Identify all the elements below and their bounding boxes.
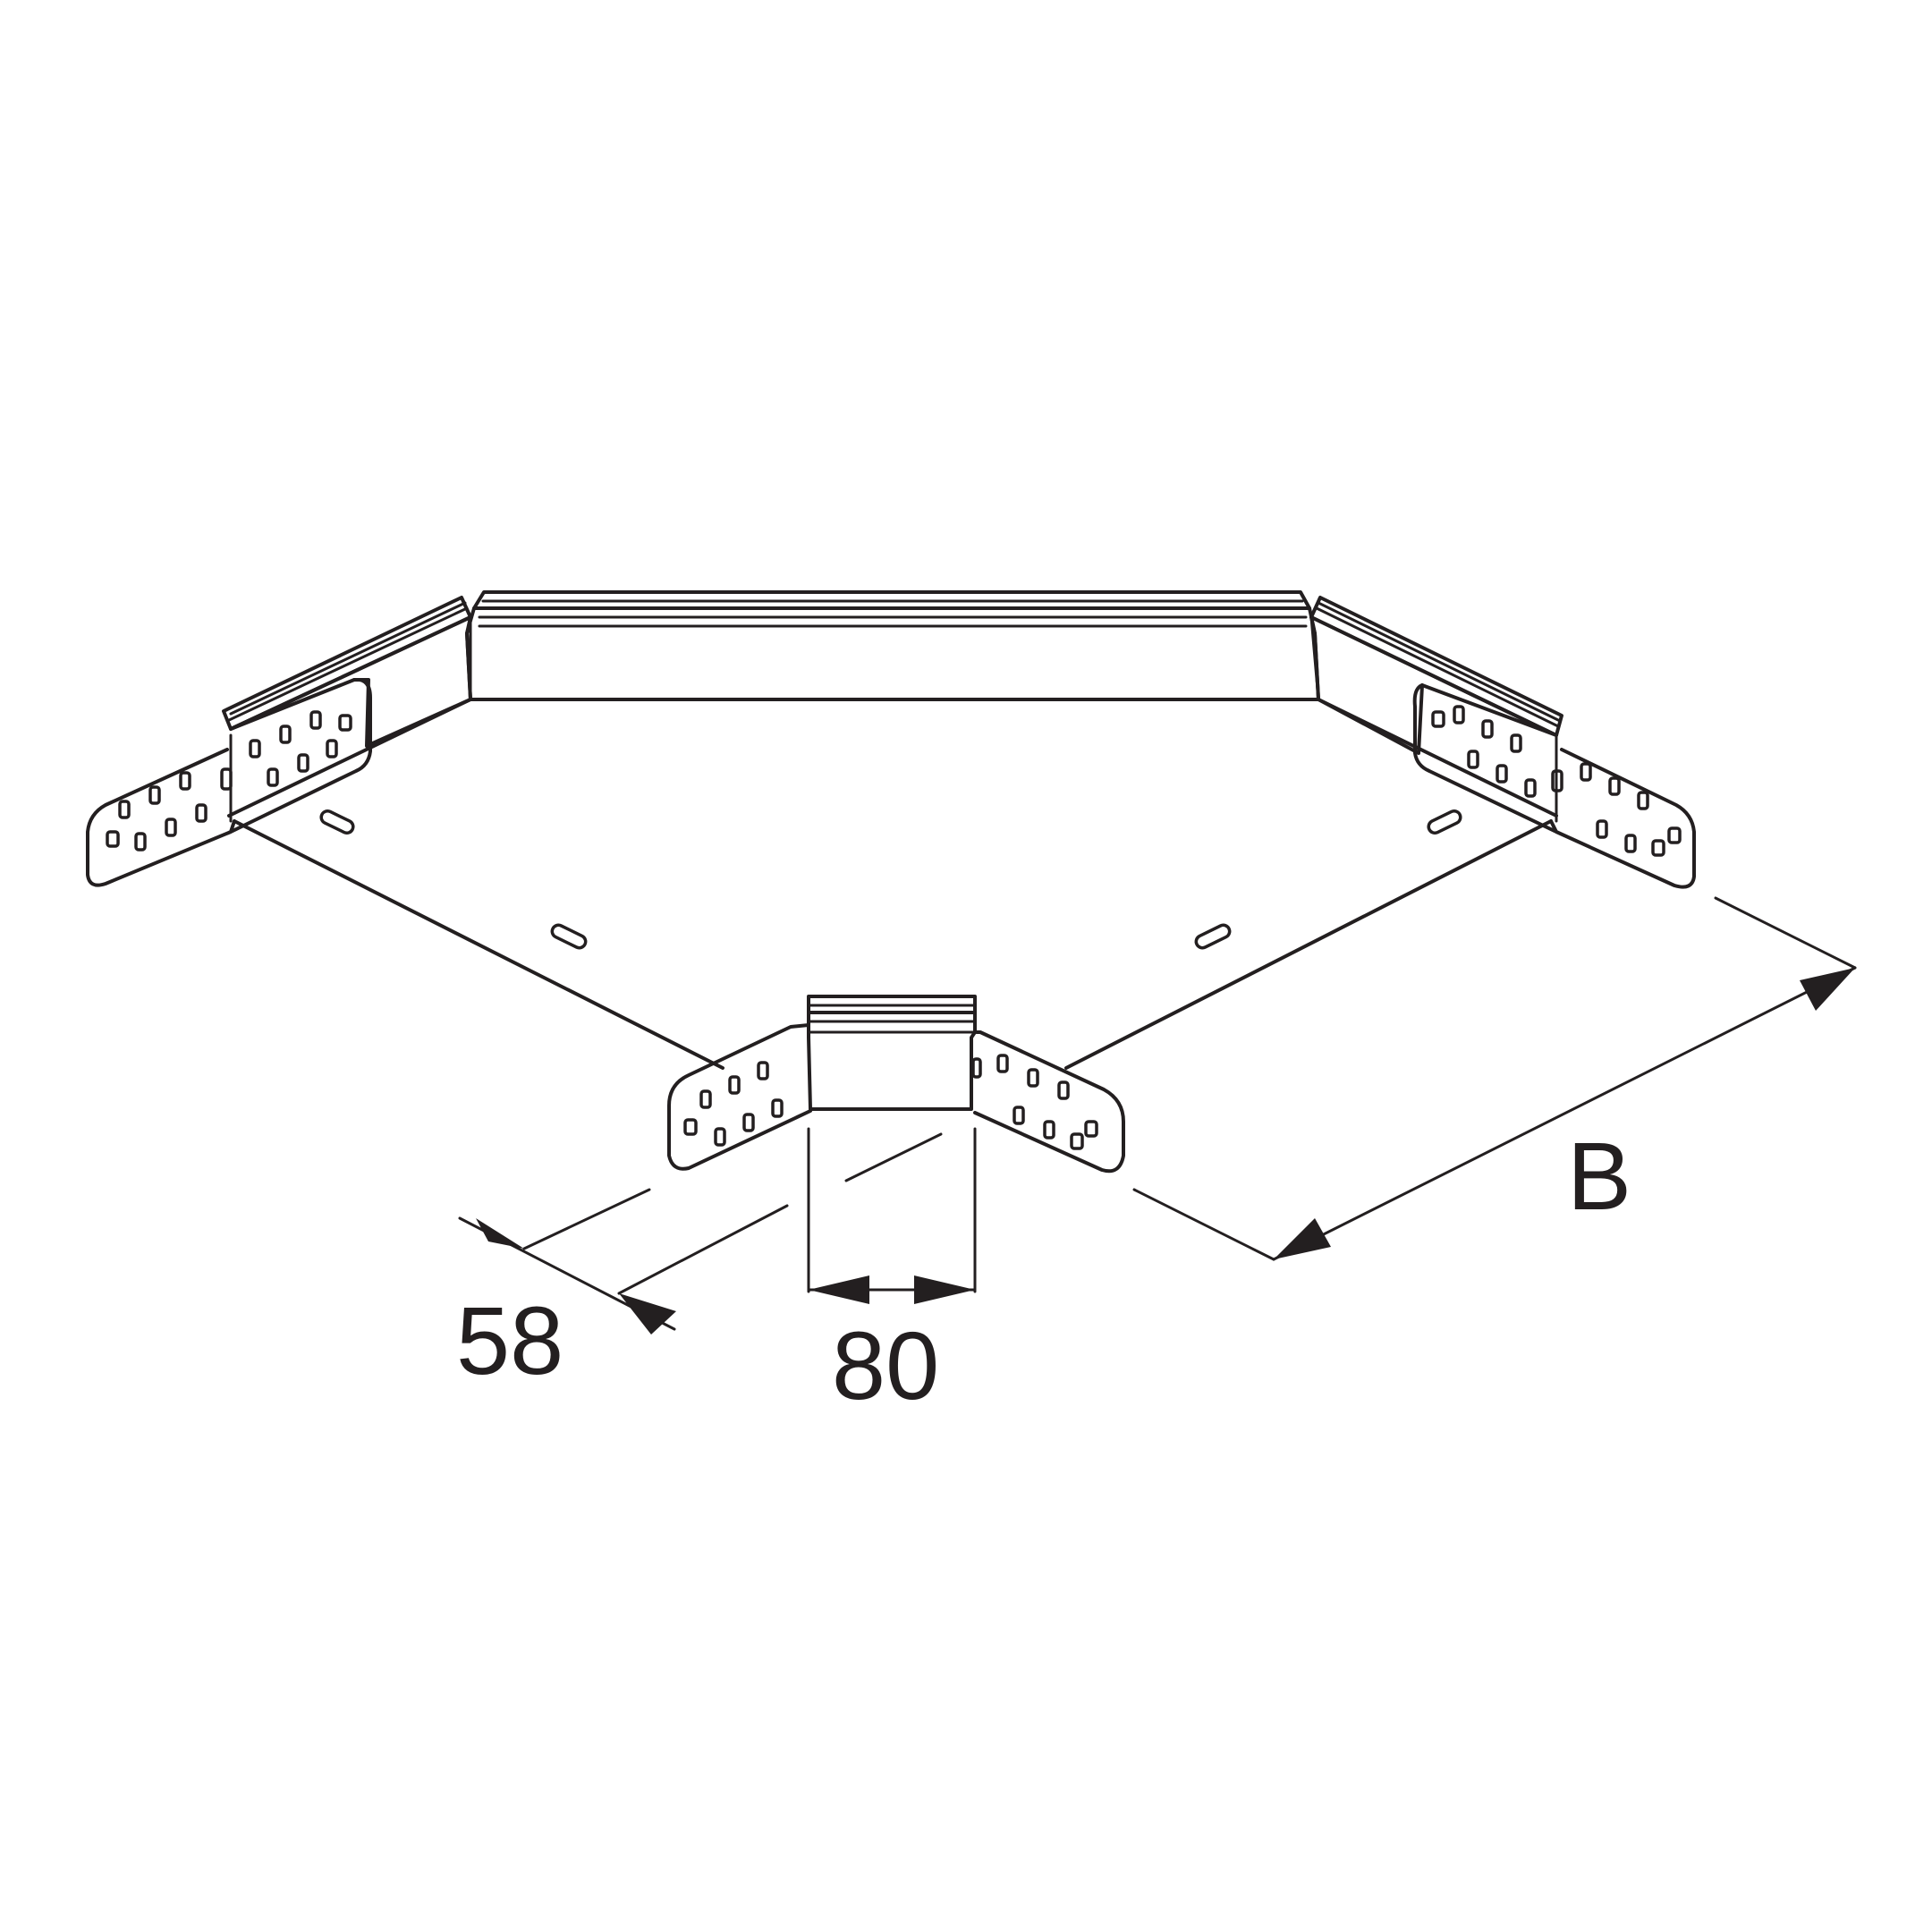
extension-line: [617, 1204, 789, 1295]
arrowhead: [476, 1218, 524, 1249]
floor-slot: [1427, 809, 1462, 835]
connector-hole: [1467, 750, 1479, 769]
connector-hole: [148, 785, 161, 805]
dimension-label-b: B: [1567, 1122, 1631, 1230]
front-left-plate-outline: [667, 1023, 812, 1171]
dimension-label-80: 80: [832, 1311, 939, 1419]
connector-hole: [1510, 733, 1522, 753]
connector-hole: [118, 800, 131, 819]
floor-slot: [319, 809, 355, 835]
connector-hole: [1057, 1080, 1070, 1100]
connector-hole: [1013, 1106, 1025, 1125]
connector-hole: [326, 739, 338, 758]
left-plate-holes: [106, 710, 352, 852]
floor-left-back-edge: [227, 698, 472, 818]
extension-line: [1714, 896, 1857, 970]
front-right-plate-outline: [973, 1030, 1125, 1174]
arrowhead: [914, 1275, 975, 1304]
back-rail-wall: [465, 606, 1320, 701]
connector-hole: [1496, 764, 1508, 784]
extension-line: [1132, 1188, 1275, 1261]
connector-hole: [1431, 710, 1445, 728]
connector-hole: [1481, 719, 1494, 739]
right-plate-outline: [1412, 683, 1696, 889]
connector-hole: [279, 724, 292, 744]
floor-right-back-edge: [1317, 698, 1558, 818]
connector-hole: [757, 1061, 769, 1080]
back-side-rail: [465, 590, 1320, 701]
floor-slot: [550, 923, 588, 950]
front-rail-wall: [807, 1011, 977, 1111]
tray-floor: [227, 698, 1558, 1070]
connector-hole: [1596, 819, 1608, 839]
arrowhead: [809, 1275, 869, 1304]
left-connector-plate: [86, 678, 372, 887]
connector-hole: [699, 1089, 712, 1109]
floor-slots: [319, 809, 1462, 950]
floor-right-front-edge: [1064, 819, 1553, 1070]
connector-hole: [1070, 1132, 1084, 1150]
connector-hole: [714, 1127, 726, 1147]
connector-hole: [249, 739, 261, 758]
arrowhead: [1274, 1218, 1331, 1259]
connector-hole: [971, 1057, 982, 1079]
dimension-58: 58: [456, 1188, 789, 1394]
left-rail-lip-groove-2: [229, 601, 467, 716]
connector-hole: [195, 803, 208, 823]
dimension-line: [1272, 966, 1857, 1261]
connector-hole: [338, 714, 352, 732]
connector-hole: [1580, 762, 1592, 782]
right-rail-fold: [1309, 615, 1320, 701]
connector-hole: [1637, 791, 1649, 810]
floor-left-front-edge: [233, 819, 724, 1070]
right-rail-lip-groove: [1315, 606, 1560, 728]
dimension-label-58: 58: [456, 1286, 564, 1394]
connector-hole: [1551, 769, 1563, 792]
connector-hole: [134, 832, 147, 852]
left-side-rail: [222, 596, 472, 748]
connector-hole: [1651, 839, 1665, 857]
extension-line: [844, 1132, 943, 1182]
left-rail-lip-groove: [225, 606, 469, 723]
front-right-connector-plate: [971, 1030, 1125, 1174]
connector-hole: [683, 1118, 698, 1136]
right-rail-lip-groove-2: [1317, 601, 1562, 723]
front-end-rail: [807, 995, 977, 1111]
connector-hole: [771, 1098, 784, 1118]
connector-hole: [1608, 776, 1621, 796]
connector-hole: [728, 1075, 741, 1095]
right-rail-wall: [1309, 615, 1558, 755]
left-plate-outline: [86, 678, 372, 887]
connector-hole: [1524, 778, 1537, 798]
connector-hole: [220, 767, 233, 791]
connector-hole: [106, 830, 120, 848]
connector-hole: [996, 1054, 1009, 1073]
floor-slot: [1194, 923, 1232, 950]
connector-hole: [297, 753, 309, 773]
dimension-80: 80: [807, 1127, 977, 1419]
connector-hole: [1027, 1068, 1039, 1088]
extension-line: [522, 1188, 651, 1250]
connector-hole: [179, 771, 191, 791]
connector-hole: [1624, 834, 1637, 853]
connector-hole: [1453, 705, 1465, 724]
right-side-rail: [1309, 596, 1563, 755]
connector-hole: [1043, 1120, 1055, 1140]
front-left-connector-plate: [667, 1023, 812, 1171]
connector-hole: [267, 767, 279, 787]
connector-hole: [1667, 826, 1682, 844]
right-connector-plate: [1412, 683, 1696, 889]
connector-hole: [309, 710, 322, 730]
arrowhead: [1800, 968, 1855, 1011]
arrowhead: [619, 1293, 676, 1335]
connector-hole: [165, 818, 177, 837]
right-plate-holes: [1431, 705, 1682, 857]
dimension-b: B: [1132, 896, 1857, 1261]
connector-hole: [742, 1113, 755, 1132]
connector-hole: [1084, 1120, 1098, 1138]
